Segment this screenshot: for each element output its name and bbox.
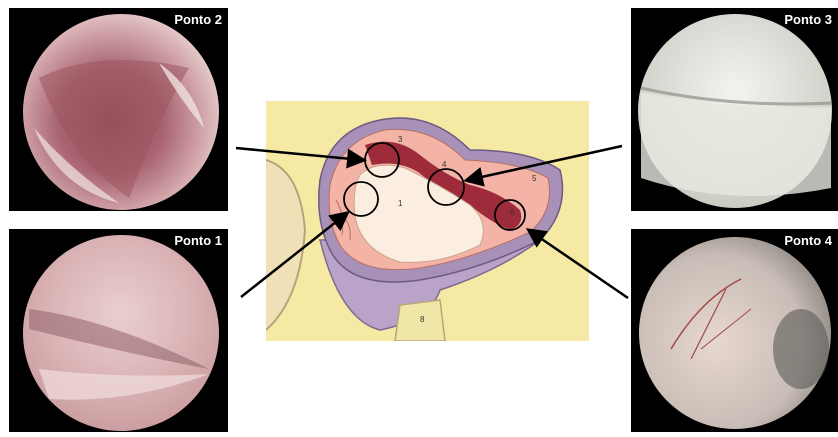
region-number-6: 6 <box>510 208 515 217</box>
region-number-8: 8 <box>420 315 425 324</box>
region-number-1: 1 <box>398 199 403 208</box>
region-number-3: 3 <box>398 135 403 144</box>
region-number-4: 4 <box>442 160 447 169</box>
region-number-5: 5 <box>532 174 537 183</box>
